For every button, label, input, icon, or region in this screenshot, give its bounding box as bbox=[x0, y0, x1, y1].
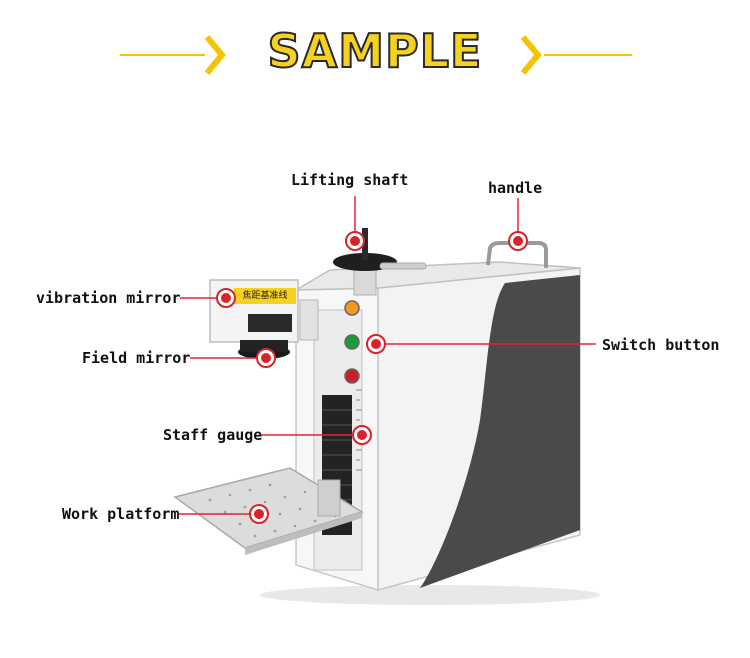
sample-title: SAMPLE bbox=[267, 23, 483, 79]
label-lifting-shaft: Lifting shaft bbox=[291, 171, 409, 189]
orange-button bbox=[344, 300, 360, 316]
marker-handle bbox=[508, 231, 528, 251]
label-staff-gauge: Staff gauge bbox=[163, 426, 263, 444]
marker-lifting-shaft bbox=[345, 231, 365, 251]
lift-lever bbox=[379, 262, 427, 270]
marker-field-mirror bbox=[256, 348, 276, 368]
dark-panel bbox=[420, 275, 580, 588]
floor-shadow bbox=[260, 585, 600, 605]
galvo-vent bbox=[248, 314, 292, 332]
label-switch-button: Switch button bbox=[602, 336, 720, 354]
label-handle: handle bbox=[488, 179, 543, 197]
label-field-mirror: Field mirror bbox=[82, 349, 191, 367]
title-arrow-right bbox=[520, 35, 632, 75]
red-button bbox=[344, 368, 360, 384]
marker-work-platform bbox=[249, 504, 269, 524]
marker-switch-button bbox=[366, 334, 386, 354]
marker-vibration-mirror bbox=[216, 288, 236, 308]
lift-knob bbox=[362, 228, 368, 260]
galvo-label bbox=[234, 288, 296, 304]
field-lens-body bbox=[240, 340, 288, 352]
galvo-arm bbox=[299, 299, 319, 341]
label-work-platform: Work platform bbox=[62, 505, 180, 523]
platform-edge bbox=[245, 512, 362, 555]
platform-bracket bbox=[317, 479, 341, 517]
title-arrow-left bbox=[120, 35, 226, 75]
label-vibration-mirror: vibration mirror bbox=[36, 289, 181, 307]
green-button bbox=[344, 334, 360, 350]
galvo-label-text: 焦距基准线 bbox=[242, 291, 288, 301]
marker-staff-gauge bbox=[352, 425, 372, 445]
leader-lines bbox=[178, 196, 596, 515]
